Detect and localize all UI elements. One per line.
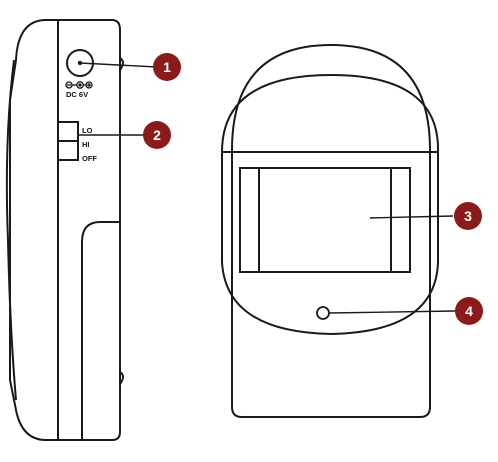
switch-label-hi: HI [82,140,90,149]
lens-frame [239,167,411,273]
callout-3: 3 [454,202,482,230]
mode-switch[interactable] [57,121,79,161]
detector-window-outline [221,152,439,336]
leader-1 [79,62,158,68]
callout-1-badge [153,53,181,81]
battery-door [81,221,120,440]
callout-3-number: 3 [464,208,472,224]
callout-2: 2 [143,121,171,149]
front-view-body [231,43,431,418]
callout-2-number: 2 [153,127,161,143]
mode-switch-knob[interactable] [57,121,79,142]
side-view [5,19,124,441]
leader-4 [328,310,456,314]
side-view-bottom-bump [119,371,124,385]
dc-polarity-icon [65,81,93,89]
callout-1: 1 [153,53,181,81]
callout-1-number: 1 [163,59,171,75]
switch-label-lo: LO [82,126,93,135]
side-view-top-bump [119,57,124,71]
fresnel-lens [239,167,411,273]
callout-3-badge [454,202,482,230]
leader-3 [369,215,454,219]
led-indicator [316,306,330,320]
side-view-body [9,19,121,441]
power-rating-label: DC 6V [66,90,88,99]
callout-2-badge [143,121,171,149]
front-view [221,43,440,418]
switch-label-off: OFF [82,154,97,163]
callout-4: 4 [455,297,483,325]
lens-cap-outer [221,73,440,153]
callout-4-badge [455,297,483,325]
callout-4-number: 4 [465,303,473,319]
callout-leaders [78,62,456,314]
side-view-left-edge [5,59,17,401]
